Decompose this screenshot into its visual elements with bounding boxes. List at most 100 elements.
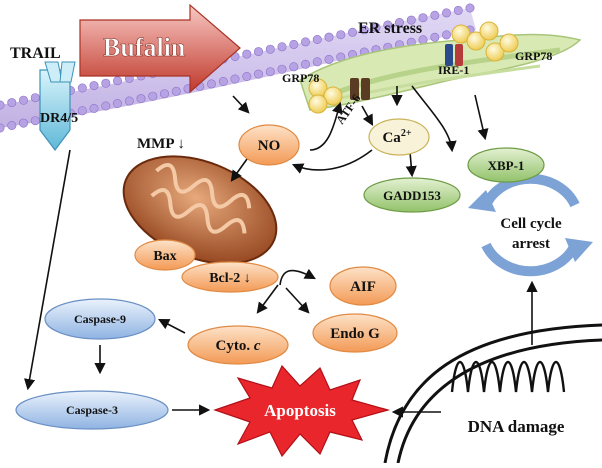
- lipid-head: [418, 13, 428, 23]
- bufalin-arrow: [79, 3, 241, 94]
- gadd153-label: GADD153: [383, 188, 441, 203]
- calcium-label: Ca2+: [382, 128, 411, 146]
- lipid-head: [18, 95, 28, 105]
- lipid-head: [359, 25, 369, 35]
- bax-label: Bax: [153, 249, 176, 264]
- lipid-head: [89, 103, 99, 113]
- lipid-head: [77, 106, 87, 116]
- mmp-label: MMP ↓: [137, 136, 185, 152]
- ire1-receptor-icon: [445, 44, 463, 66]
- cell-cycle-label-2: arrest: [512, 236, 550, 252]
- lipid-head: [289, 62, 299, 72]
- lipid-head: [300, 37, 310, 47]
- labels: TRAIL DR4/5 Bufalin ER stress GRP78 GRP7…: [10, 20, 565, 436]
- dr45-receptor-icon: [39, 61, 76, 151]
- lipid-head: [230, 74, 240, 84]
- mitochondrion-icon: [122, 155, 278, 265]
- lipid-head: [265, 44, 275, 54]
- lipid-head: [101, 101, 111, 111]
- lipid-head: [254, 69, 264, 79]
- lipid-head: [207, 79, 217, 89]
- lipid-head: [347, 27, 357, 37]
- grp78-left-label: GRP78: [282, 71, 319, 85]
- cytoc-label: Cyto. c: [216, 338, 261, 354]
- dr45-label: DR4/5: [40, 111, 78, 126]
- cell-membrane: [0, 3, 476, 133]
- apoptosis-burst: [213, 364, 391, 458]
- lipid-head: [242, 49, 252, 59]
- lipid-head: [312, 34, 322, 44]
- lipid-head: [406, 15, 416, 25]
- caspase3-label: Caspase-3: [66, 403, 118, 417]
- dna-damage-label: DNA damage: [468, 417, 565, 436]
- cell-cycle-label-1: Cell cycle: [500, 216, 562, 232]
- lipid-head: [441, 30, 451, 40]
- lipid-head: [465, 3, 475, 13]
- lipid-head: [254, 47, 264, 57]
- lipid-head: [89, 81, 99, 91]
- endog-label: Endo G: [330, 326, 380, 342]
- bufalin-label: Bufalin: [103, 33, 186, 62]
- aif-node: [329, 266, 397, 306]
- caspase9-label: Caspase-9: [74, 312, 126, 326]
- lipid-head: [312, 57, 322, 67]
- caspase3-node: [15, 390, 169, 430]
- lipid-head: [300, 59, 310, 69]
- lipid-head: [7, 98, 17, 108]
- lipid-head: [218, 77, 228, 87]
- er-stress-label: ER stress: [358, 20, 422, 37]
- bcl2-node: [181, 261, 279, 293]
- lipid-head: [113, 99, 123, 109]
- lipid-head: [277, 42, 287, 52]
- lipid-head: [0, 123, 5, 133]
- bcl2-label: Bcl-2 ↓: [209, 271, 251, 286]
- lipid-head: [18, 118, 28, 128]
- calcium-node: [368, 118, 430, 156]
- lipid-head: [77, 83, 87, 93]
- lipid-head: [171, 86, 181, 96]
- lipid-head: [383, 20, 393, 30]
- node-shapes: [15, 118, 545, 458]
- lipid-head: [453, 5, 463, 15]
- lipid-head: [394, 17, 404, 27]
- lipid-head: [265, 67, 275, 77]
- ire1-label: IRE-1: [438, 63, 469, 77]
- xbp1-node: [467, 147, 545, 183]
- lipid-head: [430, 32, 440, 42]
- lipid-head: [7, 121, 17, 131]
- lipid-head: [277, 64, 287, 74]
- bax-node: [134, 239, 196, 271]
- grp78-right-label: GRP78: [515, 49, 552, 63]
- lipid-head: [324, 54, 334, 64]
- lipid-head: [324, 32, 334, 42]
- lipid-head: [148, 91, 158, 101]
- no-node: [238, 124, 300, 166]
- lipid-head: [371, 22, 381, 32]
- grp78-vesicles: [308, 21, 519, 114]
- lipid-head: [289, 39, 299, 49]
- apoptosis-label: Apoptosis: [264, 401, 336, 420]
- lipid-head: [113, 76, 123, 86]
- endog-node: [312, 313, 398, 353]
- lipid-head: [441, 8, 451, 18]
- atf6-receptor-icon: [350, 78, 370, 100]
- gadd153-node: [363, 177, 461, 213]
- dna-icon: [383, 323, 602, 464]
- lipid-head: [0, 100, 5, 110]
- lipid-head: [30, 116, 40, 126]
- lipid-head: [160, 89, 170, 99]
- cytoc-node: [187, 325, 289, 365]
- lipid-head: [430, 10, 440, 20]
- lipid-head: [101, 78, 111, 88]
- xbp1-label: XBP-1: [488, 158, 525, 173]
- no-label: NO: [258, 138, 281, 154]
- lipid-head: [124, 96, 134, 106]
- lipid-head: [336, 30, 346, 40]
- lipid-head: [30, 93, 40, 103]
- lipid-head: [242, 72, 252, 82]
- caspase9-node: [44, 298, 156, 340]
- aif-label: AIF: [350, 279, 376, 295]
- pathway-arrows: [24, 85, 538, 418]
